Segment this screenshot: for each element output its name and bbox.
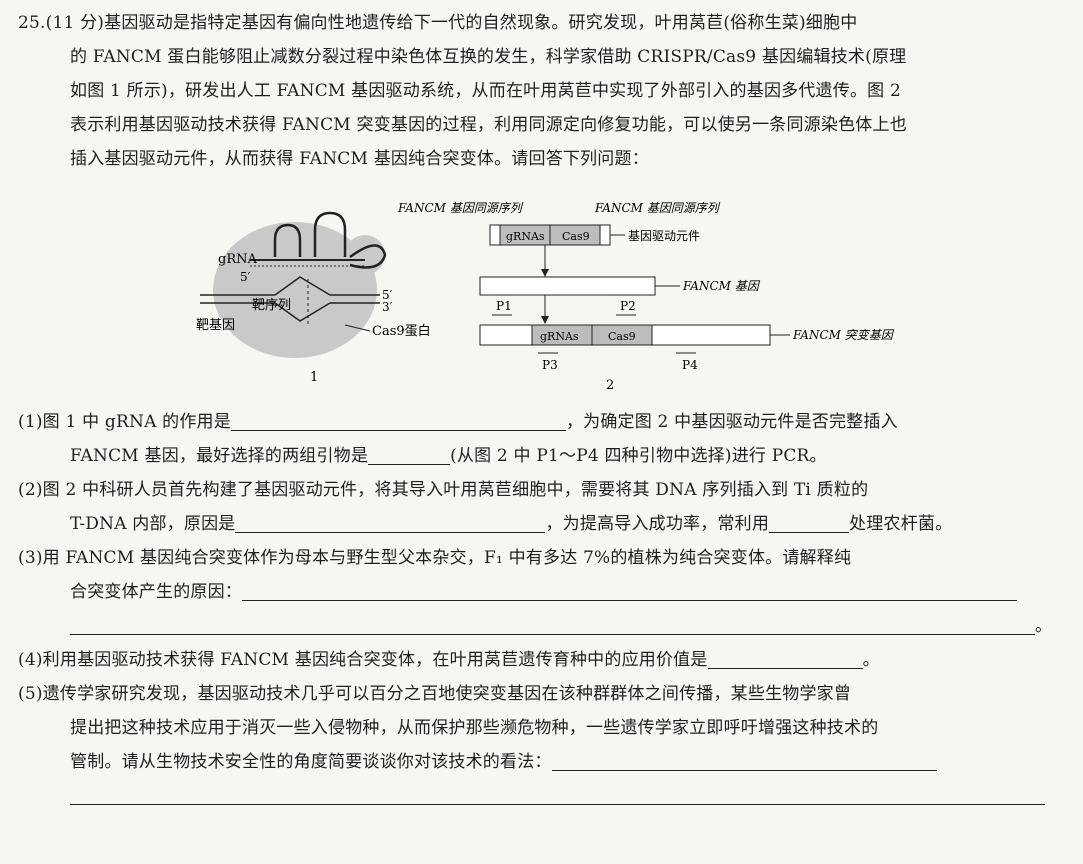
grna-hairpin-1 [273,223,302,257]
label-homolog-right: FANCM 基因同源序列 [594,201,721,215]
question-number: 25.(11 分) [18,13,105,33]
cas9-blob [213,222,377,358]
element-cas9-label: Cas9 [562,230,590,243]
gene-bar [479,276,656,296]
intro-line-3: 如图 1 所示)，研发出人工 FANCM 基因驱动系统，从而在叶用莴苣中实现了外… [70,81,901,101]
figure-2: FANCM 基因同源序列 FANCM 基因同源序列 gRNAs Cas9 基因驱… [397,201,895,393]
intro-line-4: 表示利用基因驱动技术获得 FANCM 突变基因的过程，利用同源定向修复功能，可以… [70,115,907,135]
figures: gRNA 5′ 靶序列 靶基因 5′ 3′ Cas9蛋白 1 FANCM 基因同… [180,195,920,395]
label-p4: P4 [682,358,698,372]
q5-answer-blank-2[interactable] [70,786,1045,805]
q2-line-1: (2)图 2 中科研人员首先构建了基因驱动元件，将其导入叶用莴苣细胞中，需要将其… [18,480,869,500]
mutant-cas9-label: Cas9 [608,330,636,343]
label-target-gene: 靶基因 [196,318,235,333]
q3-answer-blank-1[interactable] [242,582,1017,601]
intro-line-2: 的 FANCM 蛋白能够阻止减数分裂过程中染色体互换的发生，科学家借助 CRIS… [70,47,907,67]
grna-hairpin-2 [313,211,347,257]
q3-answer-blank-2[interactable] [70,616,1035,635]
dna-open-bottom [274,302,331,322]
arrow-2-head [541,316,549,324]
figure-2-caption: 2 [606,378,614,393]
q3-line-2: 合突变体产生的原因： [18,575,1068,609]
element-cas9-box [549,224,601,246]
figure-1-caption: 1 [310,370,318,385]
q5-answer-blank-1[interactable] [551,752,937,771]
q1-answer-blank-1[interactable] [230,412,566,431]
label-5prime-left: 5′ [240,270,251,284]
label-grna: gRNA [218,252,257,267]
q2-line-2: T-DNA 内部，原因是，为提高导入成功率，常利用处理农杆菌。 [70,514,953,534]
label-p2: P2 [620,299,636,313]
cas9-pointer [344,324,371,332]
q3-line-1: (3)用 FANCM 基因纯合突变体作为母本与野生型父本杂交，F₁ 中有多达 7… [18,548,852,568]
label-cas9-protein: Cas9蛋白 [372,323,431,339]
arrow-1-head [541,269,549,277]
q3-line-3: 。 [18,609,1068,643]
mutant-grnas-label: gRNAs [540,330,579,343]
element-grnas-label: gRNAs [506,230,545,243]
label-p1: P1 [496,299,512,313]
sub-questions: (1)图 1 中 gRNA 的作用是，为确定图 2 中基因驱动元件是否完整插入 … [18,405,1068,813]
label-3prime-right: 3′ [382,300,393,314]
dna-open-top [274,276,331,296]
q1-line-2: FANCM 基因，最好选择的两组引物是(从图 2 中 P1～P4 四种引物中选择… [70,446,827,466]
label-5prime-right: 5′ [382,288,393,302]
label-target-seq: 靶序列 [252,298,291,313]
intro-line-5: 插入基因驱动元件，从而获得 FANCM 基因纯合突变体。请回答下列问题： [70,149,649,169]
q5-line-1: (5)遗传学家研究发现，基因驱动技术几乎可以百分之百地使突变基因在该种群群体之间… [18,684,852,704]
mutant-cas9-box [591,324,653,346]
q1-answer-blank-2[interactable] [368,446,451,465]
label-p3: P3 [542,358,558,372]
q2-answer-blank-2[interactable] [769,514,850,533]
q4-line-1: (4)利用基因驱动技术获得 FANCM 基因纯合突变体，在叶用莴苣遗传育种中的应… [18,650,880,670]
figure-diagram: gRNA 5′ 靶序列 靶基因 5′ 3′ Cas9蛋白 1 FANCM 基因同… [196,201,895,393]
q5-line-3: 管制。请从生物技术安全性的角度简要谈谈你对该技术的看法： [18,745,1068,779]
label-element: 基因驱动元件 [628,229,700,243]
q5-line-2: 提出把这种技术应用于消灭一些入侵物种，从而保护那些濒危物种，一些遗传学家立即呼吁… [70,718,879,738]
label-gene: FANCM 基因 [682,279,761,293]
label-homolog-left: FANCM 基因同源序列 [397,201,524,215]
q4-answer-blank[interactable] [707,650,863,669]
label-mutant: FANCM 突变基因 [792,328,895,342]
figure-1: gRNA 5′ 靶序列 靶基因 5′ 3′ Cas9蛋白 1 [196,211,431,385]
intro-line-1: 25.(11 分)基因驱动是指特定基因有偏向性地遗传给下一代的自然现象。研究发现… [18,13,858,33]
grna-hairpin-3 [349,244,387,269]
q5-line-4 [18,779,1068,813]
q1-line-1: (1)图 1 中 gRNA 的作用是，为确定图 2 中基因驱动元件是否完整插入 [18,412,898,432]
question-intro: 25.(11 分)基因驱动是指特定基因有偏向性地遗传给下一代的自然现象。研究发现… [18,6,1068,176]
q2-answer-blank-1[interactable] [235,514,546,533]
